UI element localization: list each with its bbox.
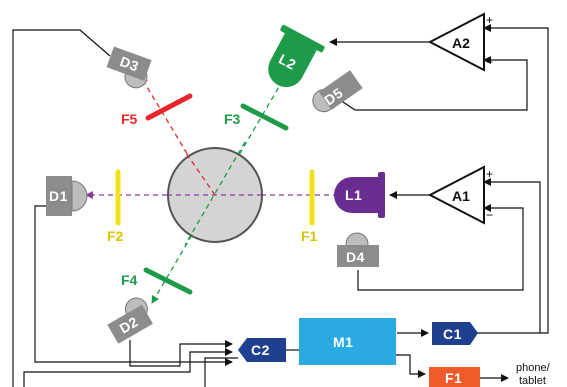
converter-c1: C1 <box>432 322 478 345</box>
amplifier-a1-label: A1 <box>452 188 470 204</box>
converter-c2: C2 <box>238 338 286 362</box>
converter-c1-body <box>432 322 478 345</box>
output-device-label-line1: phone/ <box>516 362 551 374</box>
wire-m1-to-output <box>396 354 426 378</box>
beam-green-overlay <box>184 141 246 246</box>
filter-f3-bar <box>240 103 289 131</box>
detector-d4: D4 <box>337 232 379 267</box>
beam-red-overlay <box>183 149 216 196</box>
filter-f3-label: F3 <box>224 111 241 127</box>
filter-f5-bar <box>145 93 193 121</box>
detector-d2-body <box>107 304 153 344</box>
wire-d3-to-c2 <box>12 29 111 387</box>
wire-c1-to-a1-plus <box>483 178 541 333</box>
detector-d1-window <box>71 180 88 212</box>
output-block-f1: F1 <box>429 367 480 387</box>
detector-d1-body <box>46 176 72 216</box>
led-l2-label: L2 <box>276 51 299 73</box>
output-device-label-line2: tablet <box>519 375 546 387</box>
converter-c1-label: C1 <box>443 326 462 342</box>
filter-f4-bar <box>143 267 193 295</box>
output-block-f1-label: F1 <box>445 370 462 386</box>
wiring <box>12 24 549 387</box>
led-l1-label: L1 <box>345 187 362 203</box>
led-l2: L2 <box>268 24 325 87</box>
detector-d3-body <box>106 46 152 81</box>
filter-f1-label: F1 <box>301 228 318 244</box>
microcontroller-m1: M1 <box>299 318 396 365</box>
filter-f2-label: F2 <box>107 228 124 244</box>
amplifier-a1-plus: + <box>486 167 493 181</box>
beam-red <box>140 76 216 201</box>
amplifier-a2-label: A2 <box>452 35 470 51</box>
filter-f4-label: F4 <box>121 272 138 288</box>
wire-d4-to-a1-minus <box>357 204 524 291</box>
amplifier-a2-triangle <box>427 12 485 72</box>
microcontroller-m1-body <box>299 318 396 365</box>
detector-d3: D3 <box>106 46 152 89</box>
wire-c1-to-a2-plus <box>477 24 549 334</box>
led-l2-rim <box>280 24 325 53</box>
filters: F5 F3 F2 F1 F4 <box>107 93 318 295</box>
amplifier-a2-plus: + <box>486 13 493 27</box>
led-l2-body <box>268 32 318 87</box>
wire-d5-to-a2-minus <box>339 56 528 111</box>
amplifier-a2: A2 + − <box>427 12 493 72</box>
detector-d5-body <box>318 70 363 110</box>
amplifier-a2-minus: − <box>486 55 493 69</box>
detector-d2: D2 <box>107 297 153 344</box>
led-l1-rim <box>378 172 385 218</box>
detector-d4-body <box>337 245 379 267</box>
wire-border-to-c2 <box>23 348 233 387</box>
led-l1: L1 <box>334 172 385 218</box>
converter-c2-body <box>238 338 286 362</box>
detector-d1: D1 <box>46 176 88 216</box>
filter-f5-label: F5 <box>121 111 138 127</box>
led-l1-body <box>334 177 379 213</box>
output-block-f1-body <box>429 367 480 387</box>
wire-bottom-to-c2 <box>204 357 238 387</box>
wire-d1-to-c2 <box>34 205 233 366</box>
amplifier-a1: A1 + − <box>427 165 493 225</box>
detector-d5: D5 <box>312 70 363 113</box>
amplifier-a1-triangle <box>427 165 485 225</box>
beams-over-sample <box>168 141 262 246</box>
detector-d3-label: D3 <box>118 53 141 75</box>
converter-c2-label: C2 <box>251 342 270 358</box>
wire-d2-to-c2 <box>129 340 233 367</box>
amplifier-a1-minus: − <box>486 208 493 222</box>
detector-d4-label: D4 <box>346 249 365 265</box>
detector-d1-label: D1 <box>49 188 68 204</box>
microcontroller-m1-label: M1 <box>333 334 353 350</box>
